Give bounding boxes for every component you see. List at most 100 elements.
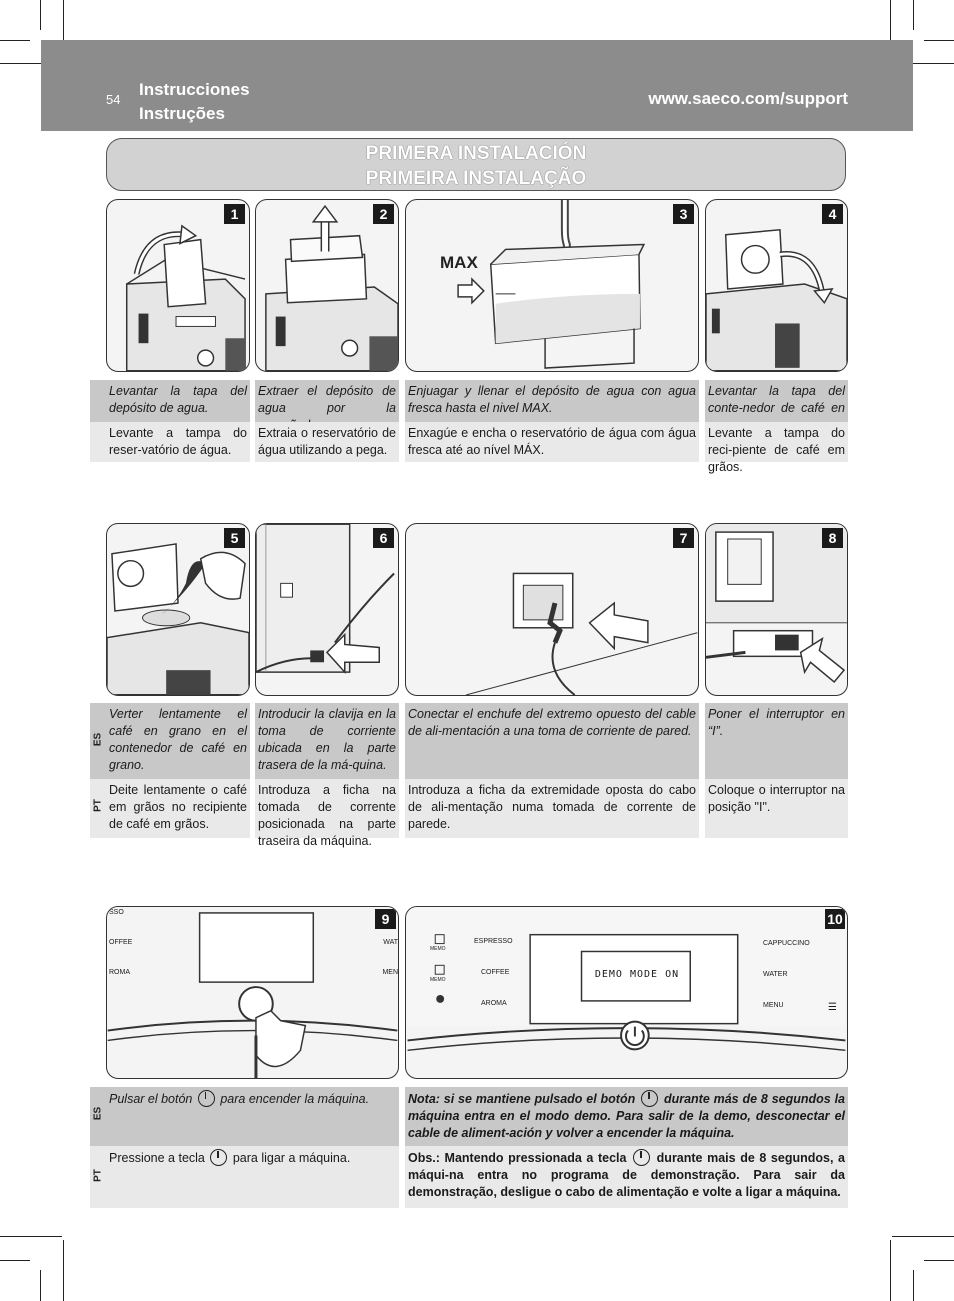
cappuccino-label: CAPPUCCINO <box>763 940 810 947</box>
power-icon <box>210 1149 228 1166</box>
menu-label: MENU <box>763 1002 784 1009</box>
step-10-es: Nota: si se mantiene pulsado el botón du… <box>405 1087 848 1146</box>
display-text: DEMO MODE ON <box>594 969 680 980</box>
crop-mark <box>913 0 914 30</box>
lang-strip-pt <box>90 422 106 462</box>
step-5-pt: Deite lentamente o café em grãos no reci… <box>106 779 250 838</box>
step-6-pt: Introduza a ficha na tomada de corrente … <box>255 779 399 848</box>
lang-label-es: ES <box>92 732 104 747</box>
step-4-es: Levantar la tapa del conte-nedor de café… <box>705 380 848 432</box>
step-9-pt: Pressione a tecla para ligar a máquina. <box>106 1146 399 1208</box>
banner-title-pt: PRIMEIRA INSTALAÇÃO <box>365 168 587 189</box>
header-title-pt: Instruções <box>139 104 225 123</box>
lang-strip-es <box>90 380 106 422</box>
step-6-es: Introducir la clavija en la toma de corr… <box>255 703 399 779</box>
step-2-illustration: 2 <box>255 199 399 372</box>
plug-into-machine-illustration <box>256 524 395 675</box>
panel-label-right: MEN <box>382 969 398 976</box>
banner-title-es: PRIMERA INSTALACIÓN <box>365 143 587 164</box>
step-badge: 1 <box>224 204 245 224</box>
step-badge: 9 <box>375 909 396 929</box>
step-1-es: Levantar la tapa del depósito de agua. <box>106 380 250 422</box>
step-7-illustration: 7 <box>405 523 699 696</box>
step-6-illustration: 6 <box>255 523 399 696</box>
crop-mark <box>0 63 62 64</box>
step-2-pt: Extraia o reservatório de água utilizand… <box>255 422 399 462</box>
crop-mark <box>40 1270 41 1301</box>
header-title-es: Instrucciones <box>139 80 250 99</box>
step-badge: 5 <box>224 528 245 548</box>
step-8-pt: Coloque o interruptor na posição "I". <box>705 779 848 838</box>
power-icon <box>633 1149 651 1166</box>
step-1-illustration: 1 <box>106 199 250 372</box>
step-badge: 8 <box>822 528 843 548</box>
menu-icon: ☰ <box>828 1002 837 1013</box>
aroma-label: AROMA <box>481 1000 507 1007</box>
step-9-illustration: SSO OFFEE ROMA WAT MEN 9 <box>106 906 399 1079</box>
crop-mark <box>892 63 954 64</box>
power-switch-illustration <box>706 524 847 684</box>
step-9-es-text-before: Pulsar el botón <box>109 1092 193 1106</box>
lang-label-pt: PT <box>92 1169 104 1182</box>
step-8-es: Poner el interruptor en “I”. <box>705 703 848 779</box>
step-2-es: Extraer el depósito de agua por la empuñ… <box>255 380 399 432</box>
step-3-es: Enjuagar y llenar el depósito de agua co… <box>405 380 699 422</box>
step-badge: 7 <box>673 528 694 548</box>
step-badge: 6 <box>373 528 394 548</box>
crop-mark <box>0 1236 62 1237</box>
step-badge: 2 <box>373 204 394 224</box>
coffee-label: COFFEE <box>481 969 510 976</box>
step-5-illustration: 5 <box>106 523 250 696</box>
section-banner: PRIMERA INSTALACIÓN PRIMEIRA INSTALAÇÃO <box>106 138 846 191</box>
step-badge: 4 <box>822 204 843 224</box>
step-9-es-text-after: para encender la máquina. <box>220 1092 370 1106</box>
memo-tag: MEMO <box>430 977 446 983</box>
step-1-pt: Levante a tampa do reser-vatório de água… <box>106 422 250 462</box>
step-9-pt-text-after: para ligar a máquina. <box>232 1151 351 1165</box>
lang-label-es: ES <box>92 1106 104 1121</box>
machine-lid-open-illustration <box>125 224 246 371</box>
lang-strip-pt <box>90 1146 106 1208</box>
water-tank-fill-illustration <box>457 200 646 369</box>
step-10-illustration: DEMO MODE ON MEMO MEMO ESPRESSO COFFEE A… <box>405 906 848 1079</box>
lang-strip-es <box>90 1087 106 1146</box>
step-8-illustration: 8 <box>705 523 848 696</box>
lang-strip-es <box>90 703 106 779</box>
tank-extraction-illustration <box>265 204 398 371</box>
page-number: 54 <box>106 92 121 107</box>
power-icon <box>197 1090 215 1107</box>
max-label: MAX <box>440 253 478 272</box>
step-10-pt-text-before: Obs.: Mantendo pressionada a tecla <box>408 1151 627 1165</box>
step-3-illustration: MAX 3 <box>405 199 699 372</box>
panel-label-left: OFFEE <box>109 939 133 946</box>
page-header <box>41 40 913 131</box>
crop-mark <box>0 1260 30 1261</box>
step-9-pt-text-before: Pressione a tecla <box>109 1151 205 1165</box>
step-badge: 10 <box>825 909 845 929</box>
water-label: WATER <box>763 971 788 978</box>
step-badge: 3 <box>673 204 694 224</box>
lang-strip-pt <box>90 779 106 838</box>
crop-mark <box>63 1240 64 1301</box>
memo-tag: MEMO <box>430 946 446 952</box>
pour-beans-illustration <box>107 543 249 695</box>
crop-mark <box>890 0 891 62</box>
crop-mark <box>913 1270 914 1301</box>
lang-label-pt: PT <box>92 799 104 812</box>
support-url[interactable]: www.saeco.com/support <box>648 89 848 108</box>
crop-mark <box>892 1236 954 1237</box>
crop-mark <box>924 40 954 41</box>
step-10-es-text-after: durante más de 8 segundos la máquina ent… <box>408 1092 845 1140</box>
crop-mark <box>890 1240 891 1301</box>
step-3-pt: Enxagúe e encha o reservatório de água c… <box>405 422 699 462</box>
step-4-pt: Levante a tampa do reci-piente de café e… <box>705 422 848 474</box>
step-10-pt: Obs.: Mantendo pressionada a tecla duran… <box>405 1146 848 1208</box>
crop-mark <box>63 0 64 62</box>
demo-panel-illustration <box>407 907 846 1052</box>
panel-label-left: SSO <box>109 909 124 916</box>
step-5-es: Verter lentamente el café en grano en el… <box>106 703 250 779</box>
bean-lid-open-illustration <box>706 228 847 371</box>
step-9-es: Pulsar el botón para encender la máquina… <box>106 1087 399 1146</box>
header-title: Instrucciones Instruções <box>139 78 250 126</box>
press-power-illustration <box>107 907 398 1078</box>
